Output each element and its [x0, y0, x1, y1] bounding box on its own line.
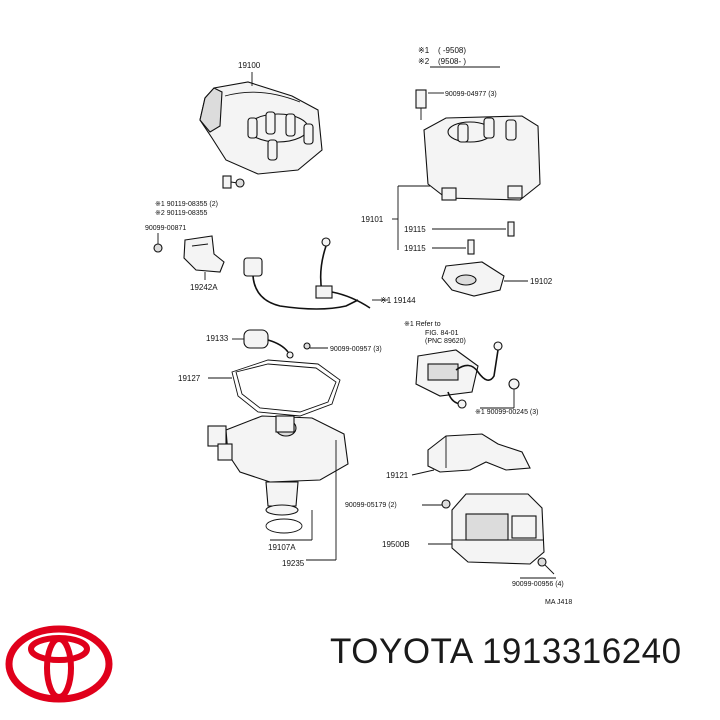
label-90099-04977: 90099-04977 (3) [445, 91, 497, 98]
screw-90099-00956 [537, 557, 555, 575]
label-19133: 19133 [206, 334, 229, 343]
part-19133 [243, 329, 294, 359]
toyota-logo-icon [5, 625, 113, 703]
screw-icon [441, 499, 451, 509]
o-ring-19235 [265, 518, 303, 534]
label-90099-00245: ※1 90099-00245 (3) [475, 409, 538, 416]
legend-1-mark: ※1 [418, 46, 430, 55]
label-19121: 19121 [386, 471, 409, 480]
label-19102: 19102 [530, 277, 553, 286]
rotor-19102 [441, 261, 505, 297]
screw-icon [303, 342, 311, 350]
label-19107a: 19107A [268, 543, 296, 552]
carbon-19115 [467, 239, 475, 255]
bracket-19242a [183, 235, 225, 273]
label-19127: 19127 [178, 374, 201, 383]
label-19101: 19101 [361, 215, 384, 224]
label-90119-08355-1: ※1 90119-08355 (2) [155, 201, 218, 208]
label-19115-b: 19115 [404, 244, 426, 253]
gasket-19127 [231, 359, 341, 417]
label-90099-00871: 90099-00871 [145, 225, 186, 232]
label-19242a: 19242A [190, 283, 218, 292]
label-refer-2: FIG. 84-01 [425, 330, 459, 337]
legend-2-text: (9508- ) [438, 57, 466, 66]
label-19144: ※1 19144 [380, 296, 416, 305]
ignitor-assembly [415, 341, 503, 409]
label-refer-1: ※1 Refer to [404, 321, 441, 328]
label-19100: 19100 [238, 61, 261, 70]
label-90099-05179: 90099-05179 (2) [345, 502, 397, 509]
label-19500b: 19500B [382, 540, 410, 549]
brand-part-number: TOYOTA 1913316240 [330, 632, 682, 671]
label-19115-a: 19115 [404, 225, 426, 234]
label-90099-00957: 90099-00957 (3) [330, 346, 382, 353]
housing-19107a [207, 415, 349, 516]
label-90119-08355-2: ※2 90119-08355 [155, 210, 208, 217]
diagram-code: MA J418 [545, 599, 572, 606]
cap-19101 [415, 89, 541, 201]
igniter-19500b [451, 493, 545, 565]
label-90099-00956: 90099-00956 (4) [512, 581, 564, 588]
distributor-cap-19100 [199, 72, 323, 175]
bolt-90119-08355 [222, 175, 245, 189]
parts-diagram: ※1 ( -9508) ※2 (9508- ) 19100 ※1 90119-0… [145, 46, 572, 606]
legend-1-text: ( -9508) [438, 46, 466, 55]
spring-19115 [507, 221, 515, 237]
label-refer-3: (PNC 89620) [425, 338, 466, 345]
legend: ※1 ( -9508) ※2 (9508- ) [418, 46, 500, 68]
screw-icon [153, 243, 163, 253]
wire-harness-19144 [243, 237, 371, 310]
washer-icon [508, 378, 520, 390]
legend-2-mark: ※2 [418, 57, 430, 66]
label-19235: 19235 [282, 559, 305, 568]
cover-19121 [427, 433, 531, 473]
